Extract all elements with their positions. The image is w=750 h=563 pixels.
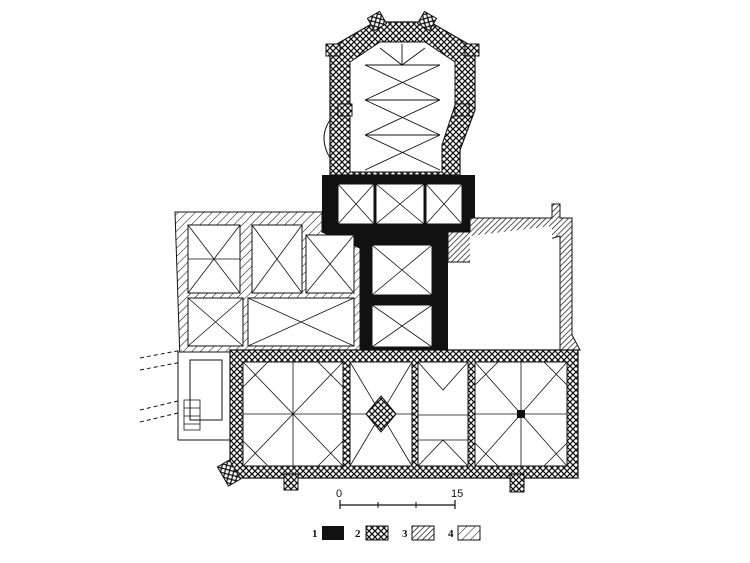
legend-label-3: 3 <box>402 528 408 540</box>
scale-bar: 0 15 <box>336 488 463 509</box>
legend-label-1: 1 <box>312 528 318 540</box>
apse <box>323 10 480 176</box>
east-annex <box>447 203 581 351</box>
legend-swatch-solid <box>322 526 344 540</box>
south-range <box>216 349 579 493</box>
legend-swatch-dense-hatch <box>411 525 435 541</box>
legend: 1 2 3 4 <box>312 525 481 541</box>
legend-label-2: 2 <box>355 528 361 540</box>
scale-start-label: 0 <box>336 488 342 500</box>
legend-label-4: 4 <box>448 528 454 540</box>
legend-swatch-crosshatch <box>365 525 389 541</box>
legend-swatch-sparse-hatch <box>457 525 481 541</box>
west-wing <box>139 211 361 441</box>
scale-end-label: 15 <box>451 488 463 500</box>
